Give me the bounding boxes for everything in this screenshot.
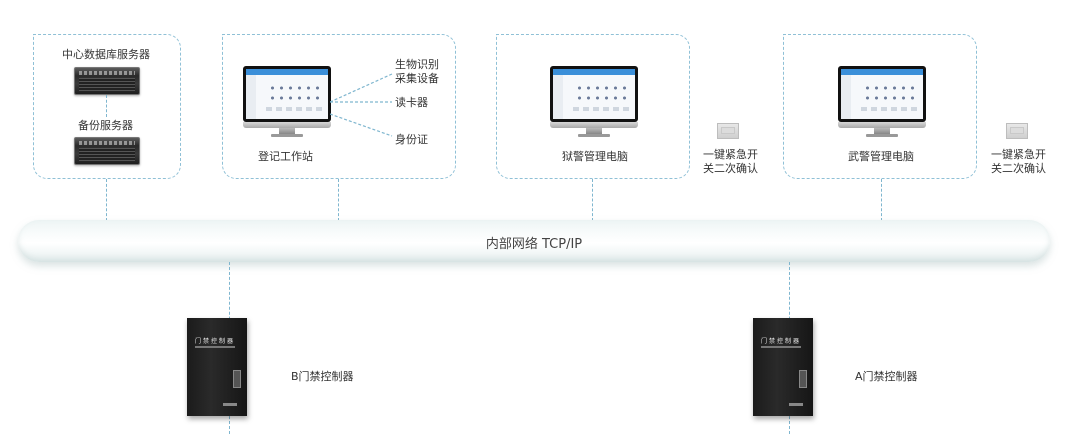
- controller-a-device: 门禁控制器: [753, 318, 813, 416]
- registration-station-label: 登记工作站: [258, 150, 313, 163]
- prison-guard-pc-label: 狱警管理电脑: [562, 150, 628, 163]
- prison-guard-monitor-icon: [550, 66, 638, 138]
- armed-police-to-network-line: [881, 179, 882, 221]
- lock-icon: [799, 370, 807, 388]
- controller-b-device: 门禁控制器: [187, 318, 247, 416]
- controller-a-label: A门禁控制器: [855, 370, 918, 383]
- network-label: 内部网络 TCP/IP: [485, 237, 583, 252]
- emergency-confirm-label: 一键紧急开 关二次确认: [703, 148, 758, 175]
- registration-to-network-line: [338, 179, 339, 221]
- armed-police-monitor-icon: [838, 66, 926, 138]
- backup-server-label: 备份服务器: [78, 119, 133, 132]
- internal-network-bus: 内部网络 TCP/IP: [18, 220, 1050, 262]
- registration-monitor-icon: [243, 66, 331, 138]
- prison-guard-to-network-line: [592, 179, 593, 221]
- armed-police-pc-label: 武警管理电脑: [848, 150, 914, 163]
- controller-b-label: B门禁控制器: [291, 370, 354, 383]
- server-to-network-line: [106, 179, 107, 221]
- emergency-button-icon: [1006, 123, 1028, 139]
- id-card-label: 身份证: [395, 133, 428, 146]
- card-reader-label: 读卡器: [395, 96, 428, 109]
- peripheral-connector-lines: [330, 73, 393, 137]
- central-server-icon: [74, 67, 140, 95]
- emergency-confirm-label: 一键紧急开 关二次确认: [991, 148, 1046, 175]
- biometric-device-label: 生物识别 采集设备: [395, 58, 439, 85]
- armed-police-pc-box: [783, 34, 977, 179]
- backup-server-icon: [74, 137, 140, 165]
- prison-guard-pc-box: [496, 34, 690, 179]
- central-server-label: 中心数据库服务器: [62, 48, 150, 61]
- server-group-box: [33, 34, 181, 179]
- registration-station-box: [222, 34, 456, 179]
- server-link-line: [106, 95, 107, 117]
- emergency-button-icon: [717, 123, 739, 139]
- lock-icon: [233, 370, 241, 388]
